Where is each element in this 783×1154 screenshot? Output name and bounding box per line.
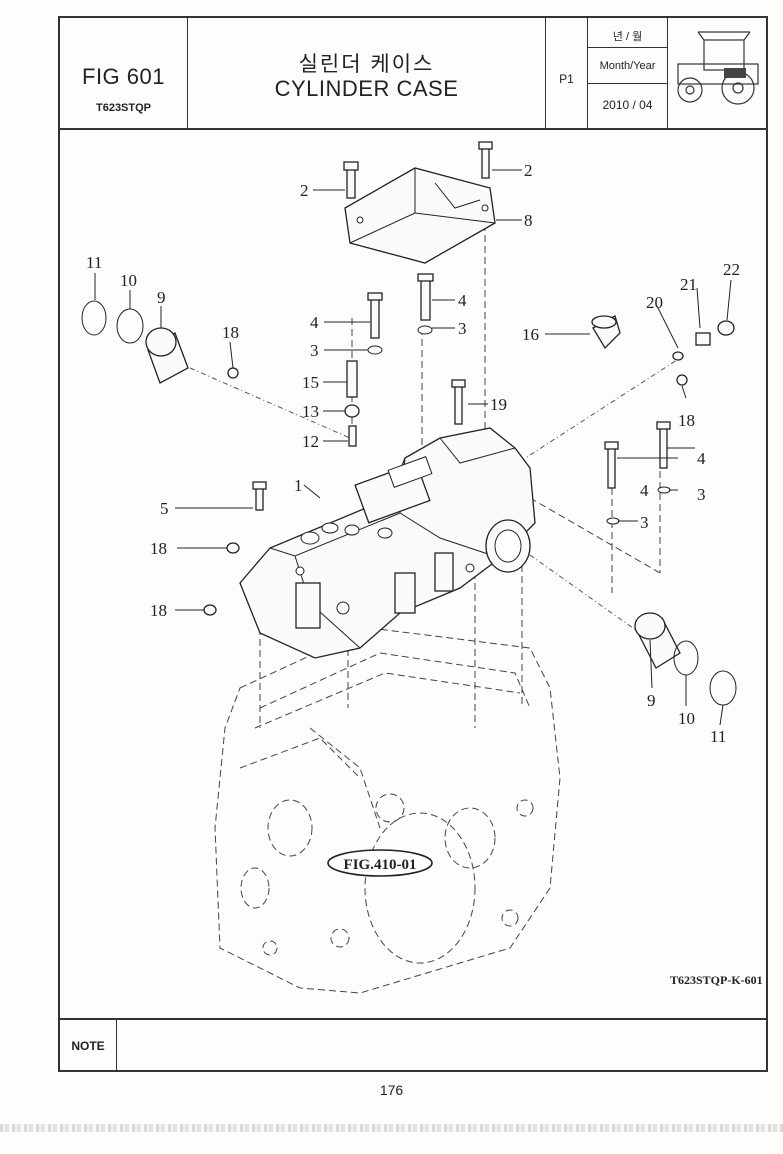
callout-label: 8 <box>524 211 533 230</box>
figure-reference: FIG.410-01 <box>327 849 433 877</box>
callout-label: 3 <box>458 319 467 338</box>
date-label-english: Month/Year <box>599 60 656 72</box>
callout-label: 3 <box>697 485 706 504</box>
callout-label: 18 <box>678 411 695 430</box>
title-cell: 실린더 케이스 CYLINDER CASE <box>188 18 546 128</box>
figure-number: FIG 601 <box>82 64 165 89</box>
leader-lines <box>94 169 732 726</box>
callout-label: 3 <box>310 341 319 360</box>
callout-label: 22 <box>723 260 740 279</box>
page-cell: P1 <box>546 18 588 128</box>
title-english: CYLINDER CASE <box>274 76 459 101</box>
callout-label: 20 <box>646 293 663 312</box>
thumbnail-cell <box>668 18 766 128</box>
cylinder-case <box>239 427 536 659</box>
sleeve-set-lower <box>634 612 737 706</box>
callout-label: 15 <box>302 373 319 392</box>
model-code: T623STQP <box>95 102 152 114</box>
tractor-icon <box>677 31 759 105</box>
callout-label: 2 <box>300 181 309 200</box>
callout-label: 19 <box>490 395 507 414</box>
callout-label: 2 <box>524 161 533 180</box>
callout-label: 11 <box>710 727 726 746</box>
top-cover <box>344 167 496 264</box>
date-value: 2010 / 04 <box>602 98 653 112</box>
scan-artifact <box>0 1124 783 1132</box>
callout-label: 4 <box>640 481 649 500</box>
sleeve-set-upper <box>81 300 189 384</box>
engine-block-phantom <box>214 627 561 994</box>
callout-label: 18 <box>222 323 239 342</box>
callout-label: 16 <box>522 325 539 344</box>
date-label-korean: 년 / 월 <box>612 31 643 43</box>
date-divider <box>588 83 667 84</box>
fasteners <box>203 141 735 616</box>
callout-label: 11 <box>86 253 102 272</box>
date-cell: 년 / 월 Month/Year 2010 / 04 <box>588 18 668 128</box>
figure-reference-label: FIG.410-01 <box>344 857 417 873</box>
date-divider <box>588 47 667 48</box>
callout-label: 3 <box>640 513 649 532</box>
callout-label: 4 <box>310 313 319 332</box>
callout-label: 4 <box>458 291 467 310</box>
callout-label: 13 <box>302 402 319 421</box>
figure-id-cell: FIG 601 T623STQP <box>60 18 188 128</box>
callout-label: 10 <box>678 709 695 728</box>
page-label: P1 <box>559 72 574 86</box>
callout-label: 4 <box>697 449 706 468</box>
callout-label: 9 <box>647 691 656 710</box>
callout-labels: 2 2 8 11 10 9 4 4 3 3 16 21 22 20 18 15 … <box>86 161 740 746</box>
callout-label: 18 <box>150 601 167 620</box>
drawing-code: T623STQP-K-601 <box>670 973 763 987</box>
callout-label: 5 <box>160 499 169 518</box>
callout-label: 21 <box>680 275 697 294</box>
page-number: 176 <box>379 1082 404 1098</box>
page-frame: FIG 601 T623STQP 실린더 케이스 CYLINDER CASE P… <box>58 16 768 1072</box>
note-label: NOTE <box>60 1020 117 1072</box>
callout-label: 9 <box>157 288 166 307</box>
callout-label: 12 <box>302 432 319 451</box>
callout-label: 18 <box>150 539 167 558</box>
callout-label: 10 <box>120 271 137 290</box>
title-block: FIG 601 T623STQP 실린더 케이스 CYLINDER CASE P… <box>60 18 766 130</box>
note-section: NOTE <box>60 1018 766 1072</box>
callout-label: 1 <box>294 476 303 495</box>
exploded-parts-diagram: .p { fill: #fafafa; stroke: #222; stroke… <box>81 141 740 994</box>
title-korean: 실린더 케이스 <box>298 53 435 76</box>
